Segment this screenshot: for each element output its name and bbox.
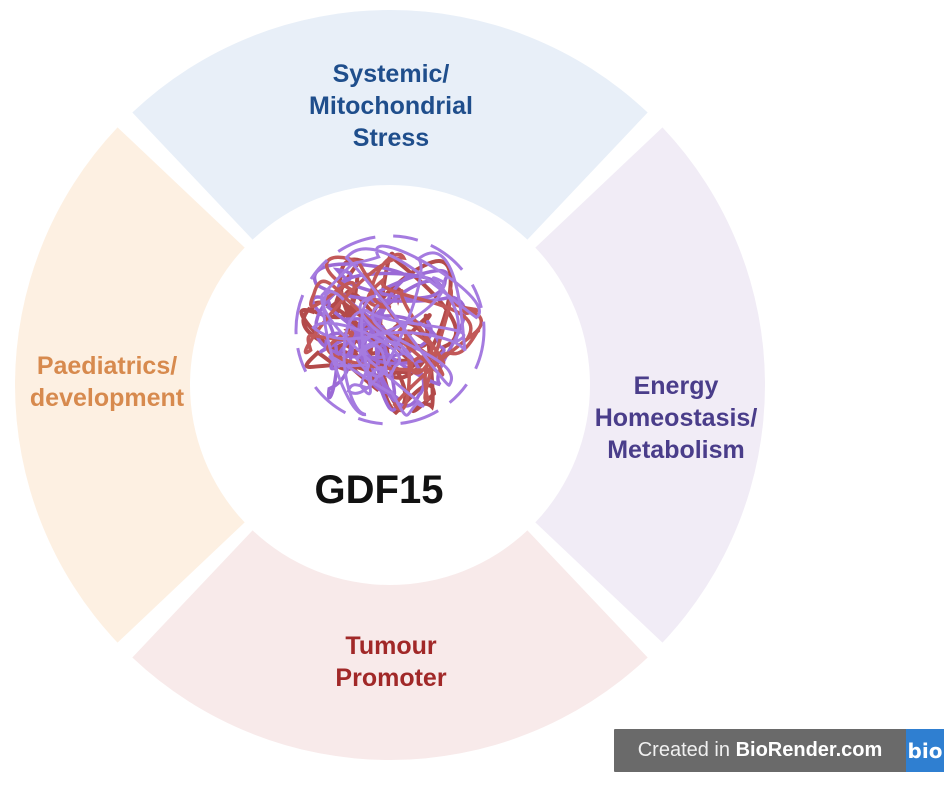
segment-right	[535, 127, 765, 643]
protein-outline	[294, 234, 486, 426]
segment-right-line-2: Homeostasis/	[594, 404, 758, 432]
segment-label-left: Paediatrics/ development	[12, 350, 202, 414]
segment-top-line-1: Systemic/	[332, 60, 450, 88]
protein-strand	[311, 244, 481, 417]
segment-label-top: Systemic/ Mitochondrial Stress	[260, 58, 522, 154]
protein-coil-icon	[294, 234, 486, 426]
segment-top	[132, 10, 648, 240]
segment-label-right: Energy Homeostasis/ Metabolism	[570, 370, 782, 466]
badge-brand: BioRender.com	[735, 739, 883, 761]
segment-right-line-1: Energy	[633, 372, 719, 400]
segment-left-line-2: development	[29, 384, 185, 412]
segment-top-line-3: Stress	[352, 124, 430, 152]
segment-bottom-line-2: Promoter	[335, 664, 447, 692]
segment-right-line-3: Metabolism	[607, 436, 745, 464]
biorender-badge[interactable]: Created in BioRender.com bio	[614, 729, 944, 772]
badge-prefix: Created in	[637, 739, 736, 761]
segment-left	[14, 127, 245, 643]
badge-text: Created in BioRender.com	[614, 739, 906, 762]
segment-top-line-2: Mitochondrial	[309, 92, 473, 120]
segment-label-bottom: Tumour Promoter	[280, 630, 502, 694]
biorender-logo-icon: bio	[906, 729, 944, 772]
segment-bottom	[132, 530, 648, 760]
segment-bottom-line-1: Tumour	[345, 632, 437, 660]
center-title: GDF15	[314, 468, 444, 512]
segment-left-line-1: Paediatrics/	[36, 352, 178, 380]
segment-ring	[14, 10, 765, 760]
